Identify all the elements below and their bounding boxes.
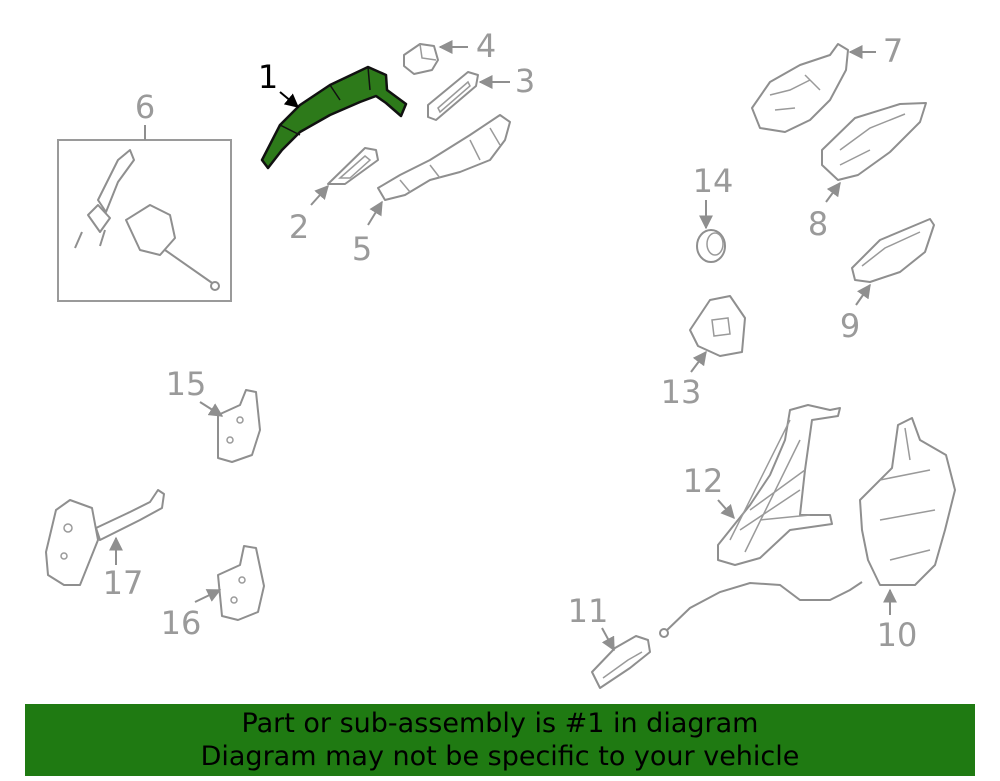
part-1-outside-handle[interactable]: [260, 65, 408, 170]
callout-7: 7: [883, 32, 903, 70]
callout-1: 1: [258, 58, 278, 96]
part-2-pad: [327, 147, 379, 185]
part-4-cap: [403, 43, 439, 75]
part-11-clip: [591, 635, 651, 689]
callout-10: 10: [877, 616, 918, 654]
callout-17: 17: [103, 564, 144, 602]
callout-5: 5: [352, 230, 372, 268]
banner-line-1: Part or sub-assembly is #1 in diagram: [241, 708, 759, 739]
info-banner: Part or sub-assembly is #1 in diagram Di…: [25, 704, 975, 776]
callout-15: 15: [166, 365, 207, 403]
callout-2: 2: [289, 208, 309, 246]
callout-3: 3: [515, 62, 535, 100]
leader-13: [690, 350, 707, 373]
part-12-shield: [717, 404, 841, 566]
part-14-grommet: [696, 229, 726, 263]
callout-9: 9: [840, 307, 860, 345]
part-5-frame: [377, 114, 511, 201]
callout-6: 6: [135, 88, 155, 126]
leader-2: [310, 184, 329, 206]
leader-15: [199, 401, 224, 417]
leader-16: [194, 589, 222, 603]
part-7-housing: [751, 43, 849, 133]
callout-8: 8: [808, 205, 828, 243]
part-9-bezel: [851, 218, 935, 283]
banner-line-2: Diagram may not be specific to your vehi…: [200, 741, 800, 772]
leader-1: [279, 91, 300, 108]
part-cable: [659, 581, 863, 638]
callout-13: 13: [661, 373, 702, 411]
part-16-hinge-lower: [217, 545, 265, 621]
callout-16: 16: [161, 604, 202, 642]
leader-9: [855, 283, 871, 306]
leader-11: [601, 627, 615, 652]
part-13-striker: [689, 295, 746, 357]
callout-12: 12: [683, 462, 724, 500]
part-3-gasket: [427, 71, 479, 121]
part-10-latch: [859, 417, 956, 586]
part-17-door-check: [45, 489, 165, 586]
callout-14: 14: [693, 162, 734, 200]
callout-11: 11: [568, 592, 609, 630]
leader-8: [825, 181, 841, 203]
part-6-lock-set: [57, 139, 232, 302]
part-15-hinge-upper: [217, 389, 261, 463]
part-8-inside-handle: [821, 102, 927, 181]
callout-4: 4: [476, 27, 496, 65]
leader-5: [367, 200, 383, 226]
leader-12: [717, 499, 735, 520]
